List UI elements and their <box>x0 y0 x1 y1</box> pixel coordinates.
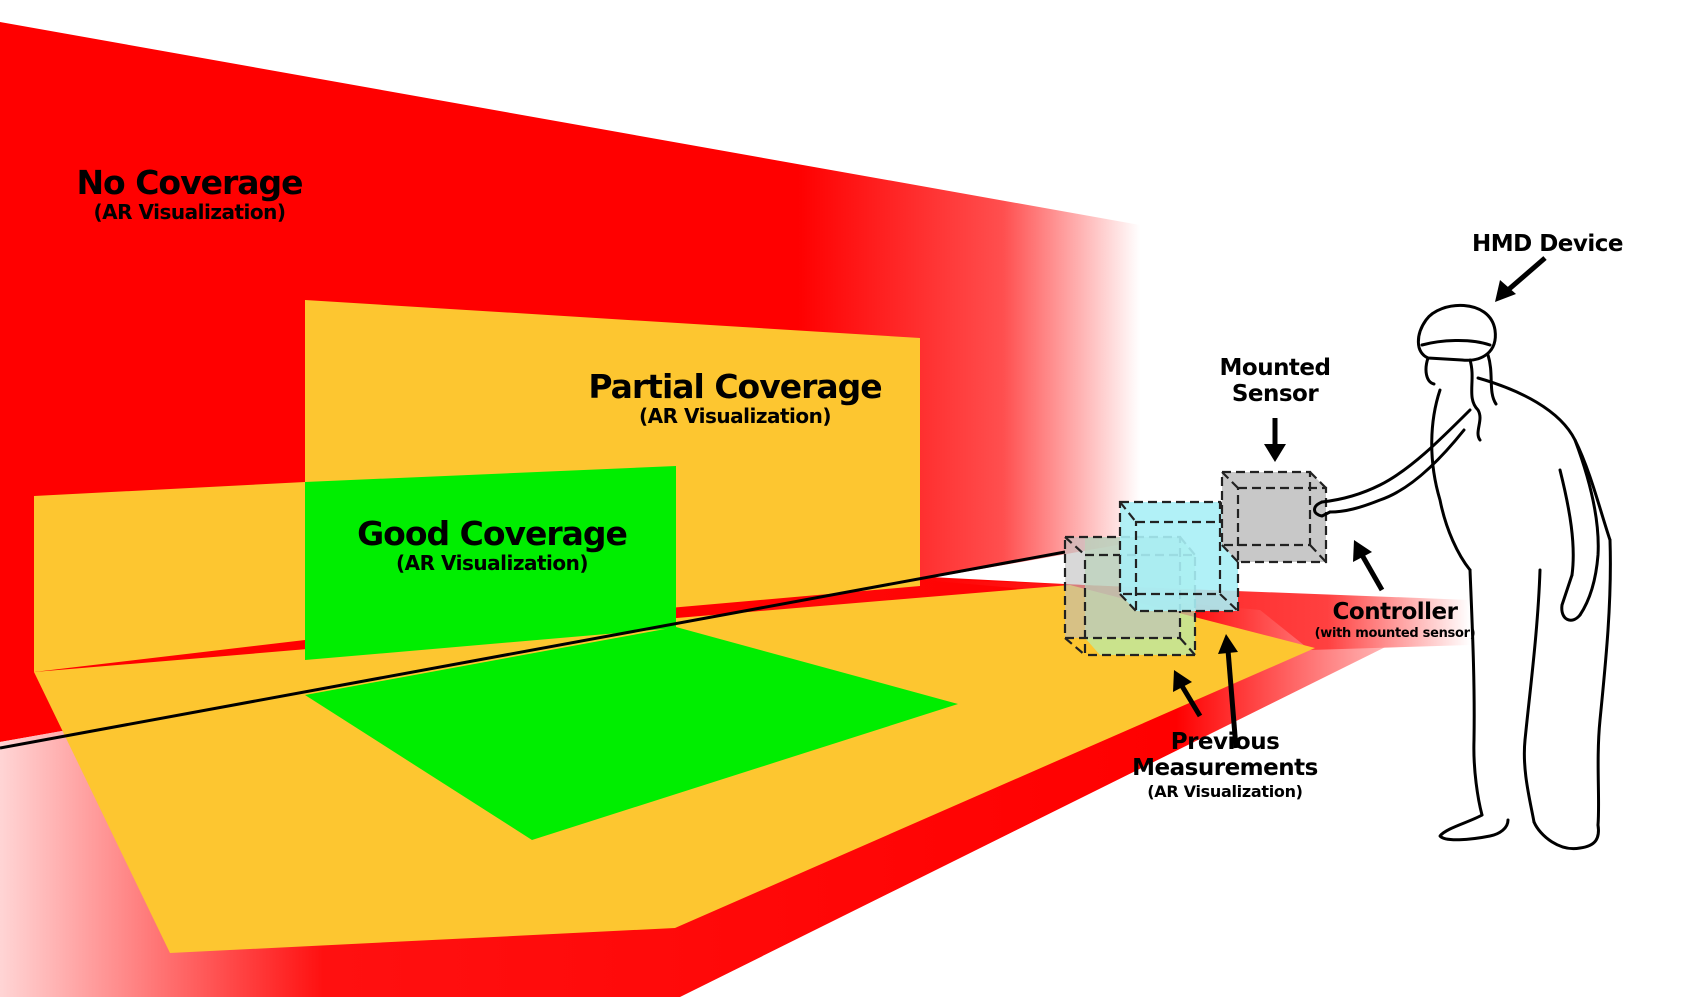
mounted-sensor-line2: Sensor <box>1231 380 1319 407</box>
good-coverage-wall <box>305 466 676 660</box>
good-coverage-label: Good Coverage (AR Visualization) <box>352 514 632 575</box>
good-coverage-region <box>305 466 958 840</box>
previous-measurements-cubes <box>1063 500 1240 657</box>
controller-arrow-icon <box>1353 540 1385 592</box>
no-coverage-subtitle: (AR Visualization) <box>93 199 287 224</box>
controller-title: Controller <box>1332 599 1458 625</box>
previous-measurements-line1: Previous <box>1170 729 1280 755</box>
horizon-line <box>0 550 1066 750</box>
partial-coverage-subtitle: (AR Visualization) <box>639 403 832 428</box>
hmd-device-title: HMD Device <box>1471 231 1624 257</box>
no-coverage-floor-right <box>900 578 1470 650</box>
measurement-arrow-icon <box>1173 634 1239 749</box>
previous-measurements-label: Previous Measurements (AR Visualization) <box>1120 729 1330 801</box>
controller-label: Controller (with mounted sensor) <box>1300 599 1490 641</box>
mounted-sensor-label: Mounted Sensor <box>1200 355 1350 408</box>
mounted-sensor-line1: Mounted <box>1219 355 1332 381</box>
good-coverage-subtitle: (AR Visualization) <box>396 550 589 575</box>
good-coverage-title: Good Coverage <box>357 514 628 553</box>
measurement-cube-cyan <box>1118 500 1240 613</box>
partial-coverage-title: Partial Coverage <box>588 367 882 406</box>
good-coverage-floor <box>305 627 958 840</box>
controller-subtitle: (with mounted sensor) <box>1314 625 1476 641</box>
person-icon <box>1313 303 1612 851</box>
previous-measurements-subtitle: (AR Visualization) <box>1147 781 1303 801</box>
mounted-sensor-cube <box>1220 470 1328 564</box>
no-coverage-label: No Coverage (AR Visualization) <box>62 163 317 224</box>
hmd-arrow-icon <box>1495 256 1547 302</box>
sensor-arrow-icon <box>1264 418 1286 462</box>
partial-coverage-label: Partial Coverage (AR Visualization) <box>585 367 885 428</box>
partial-coverage-wall-lower <box>34 482 305 672</box>
hmd-device-label: HMD Device <box>1455 231 1640 258</box>
no-coverage-title: No Coverage <box>76 163 303 202</box>
previous-measurements-line2: Measurements <box>1132 754 1318 781</box>
